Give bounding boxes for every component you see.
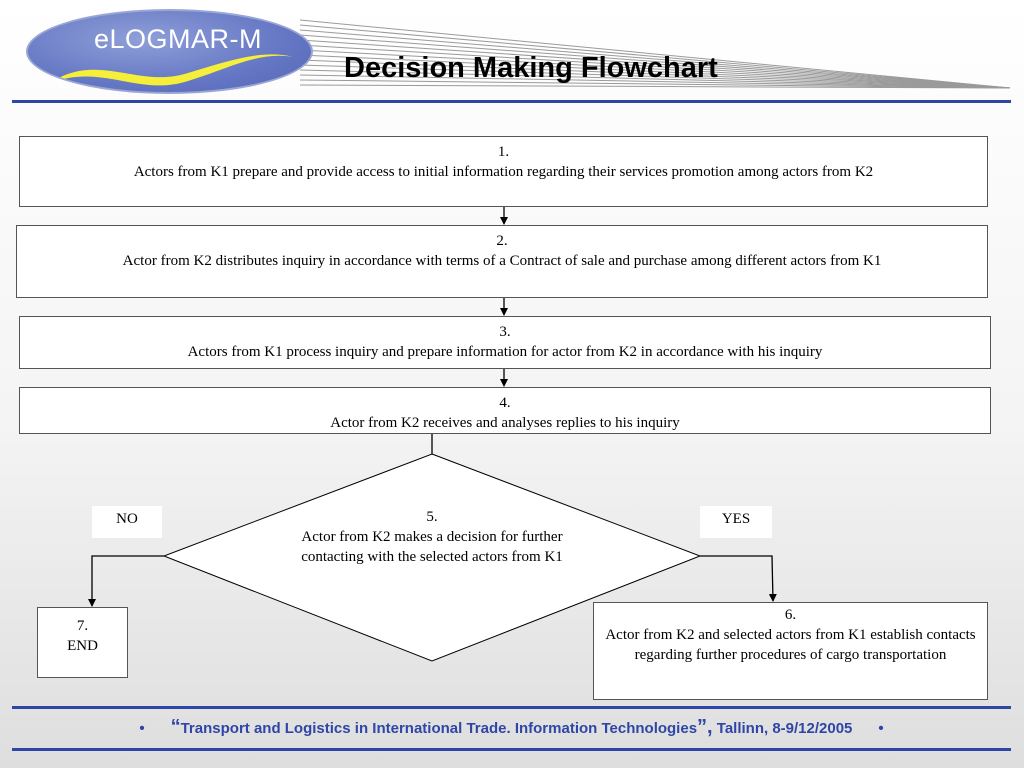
header-fan-lines [299,19,1011,89]
page-title: Decision Making Flowchart [344,52,718,84]
arrow-yes-branch [700,555,777,602]
step-7-end-box: 7. END [37,607,128,678]
footer-caption: • “Transport and Logistics in Internation… [12,716,1011,739]
step-1-box: 1. Actors from K1 prepare and provide ac… [19,136,988,207]
logo-swoosh-icon [50,54,293,86]
footer-conference: Transport and Logistics in International… [180,720,698,737]
step-6-box: 6. Actor from K2 and selected actors fro… [593,602,988,700]
step-7-text: END [67,638,98,654]
no-label: NO [92,506,162,538]
footer-bullet-right: • [878,720,884,737]
step-4-number: 4. [499,395,511,411]
decision-diamond [162,453,702,662]
footer-open-quote: “ [170,716,181,738]
step-3-text: Actors from K1 process inquiry and prepa… [187,344,823,360]
elogmar-logo: eLOGMAR-M [26,9,313,94]
step-2-text: Actor from K2 distributes inquiry in acc… [122,253,882,269]
step-3-box: 3. Actors from K1 process inquiry and pr… [19,316,991,369]
step-6-text: Actor from K2 and selected actors from K… [605,627,976,663]
arrow-no-branch [88,555,164,607]
logo-text: eLOGMAR-M [94,24,263,54]
step-1-text: Actors from K1 prepare and provide acces… [133,164,874,180]
yes-label: YES [700,506,772,538]
footer-close-quote: ”, [697,716,713,738]
step-4-text: Actor from K2 receives and analyses repl… [330,415,680,431]
step-4-box: 4. Actor from K2 receives and analyses r… [19,387,991,434]
footer-place-date: Tallinn, 8-9/12/2005 [716,720,853,737]
footer-bullet-left: • [139,720,145,737]
step-7-number: 7. [76,618,89,634]
step-5-text: Actor from K2 makes a decision for furth… [301,529,563,565]
step-5-number: 5. [426,509,438,525]
step-1-number: 1. [497,144,510,160]
step-5-decision: 5. Actor from K2 makes a decision for fu… [300,507,564,567]
step-2-box: 2. Actor from K2 distributes inquiry in … [16,225,988,298]
step-6-number: 6. [784,607,797,623]
header-rule [12,100,1011,103]
footer-rule-bottom [12,748,1011,751]
step-2-number: 2. [496,233,508,249]
footer-rule-top [12,706,1011,709]
step-3-number: 3. [499,324,511,340]
